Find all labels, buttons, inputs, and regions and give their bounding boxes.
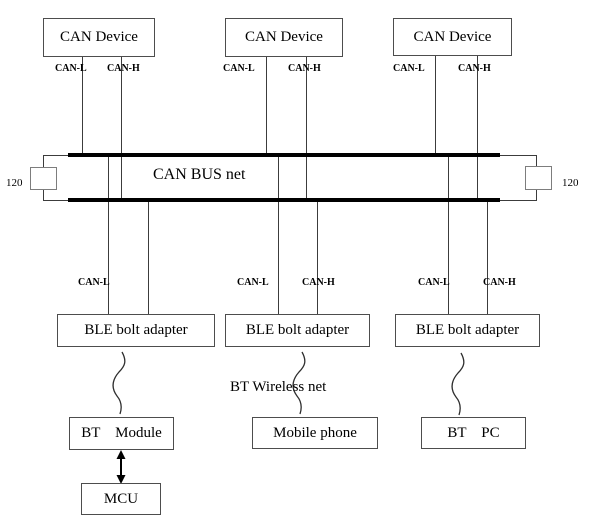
can-h-label: CAN-H [288,63,321,74]
wire-dev1-can-l [82,57,83,153]
mcu-label: MCU [103,490,139,507]
can-l-label: CAN-L [78,277,110,288]
terminator-right-wire [500,200,537,201]
bt-pc-box: BT PC [421,417,526,449]
can-h-label: CAN-H [107,63,140,74]
can-device-box-3: CAN Device [393,18,512,56]
wireless-link-squiggle-1 [112,351,126,415]
wire-adp2-can-h [317,202,318,314]
terminator-value-right: 120 [562,177,579,189]
ble-adapter-label: BLE bolt adapter [245,322,350,338]
wire-dev2-can-h [306,57,307,198]
mobile-phone-box: Mobile phone [252,417,378,449]
ble-adapter-box-2: BLE bolt adapter [225,314,370,347]
terminator-right-wire [536,156,537,166]
terminator-resistor-right [525,166,552,190]
terminator-right-wire [500,155,537,156]
can-device-box-2: CAN Device [225,18,343,57]
can-h-label: CAN-H [302,277,335,288]
bt-pc-label: BT PC [447,424,500,441]
wireless-link-squiggle-2 [292,351,306,415]
wire-adp3-can-h [487,202,488,314]
can-l-label: CAN-L [393,63,425,74]
terminator-left-wire [43,190,44,200]
wire-dev3-can-l [435,56,436,155]
terminator-right-wire [536,190,537,200]
can-l-label: CAN-L [223,63,255,74]
terminator-left-wire [43,155,68,156]
can-device-label: CAN Device [60,29,138,45]
can-h-label: CAN-H [483,277,516,288]
can-bus-net-label: CAN BUS net [153,166,246,183]
mobile-phone-label: Mobile phone [273,424,357,441]
can-device-box-1: CAN Device [43,18,155,57]
wire-dev1-can-h [121,57,122,198]
wireless-link-squiggle-3 [451,352,465,416]
bidirectional-arrow-icon [116,450,126,484]
can-bus-line-top [68,153,500,157]
wire-adp3-can-l [448,157,449,314]
terminator-resistor-left [30,167,57,190]
can-l-label: CAN-L [55,63,87,74]
terminator-left-wire [43,200,68,201]
bt-module-box: BT Module [69,417,174,450]
bt-wireless-net-label: BT Wireless net [230,379,327,395]
can-l-label: CAN-L [418,277,450,288]
wire-dev2-can-l [266,57,267,155]
can-device-label: CAN Device [413,28,492,45]
terminator-value-left: 120 [6,177,23,189]
can-bus-line-bottom [68,198,500,202]
can-device-label: CAN Device [245,29,323,45]
wire-adp2-can-l [278,157,279,314]
can-l-label: CAN-L [237,277,269,288]
ble-adapter-box-1: BLE bolt adapter [57,314,215,347]
ble-adapter-label: BLE bolt adapter [84,322,188,338]
wire-adp1-can-h [148,202,149,314]
wire-dev3-can-h [477,56,478,198]
wire-adp1-can-l [108,157,109,314]
can-h-label: CAN-H [458,63,491,74]
terminator-left-wire [43,156,44,167]
bt-module-label: BT Module [81,425,162,441]
ble-adapter-label: BLE bolt adapter [415,322,520,338]
mcu-box: MCU [81,483,161,515]
ble-adapter-box-3: BLE bolt adapter [395,314,540,347]
